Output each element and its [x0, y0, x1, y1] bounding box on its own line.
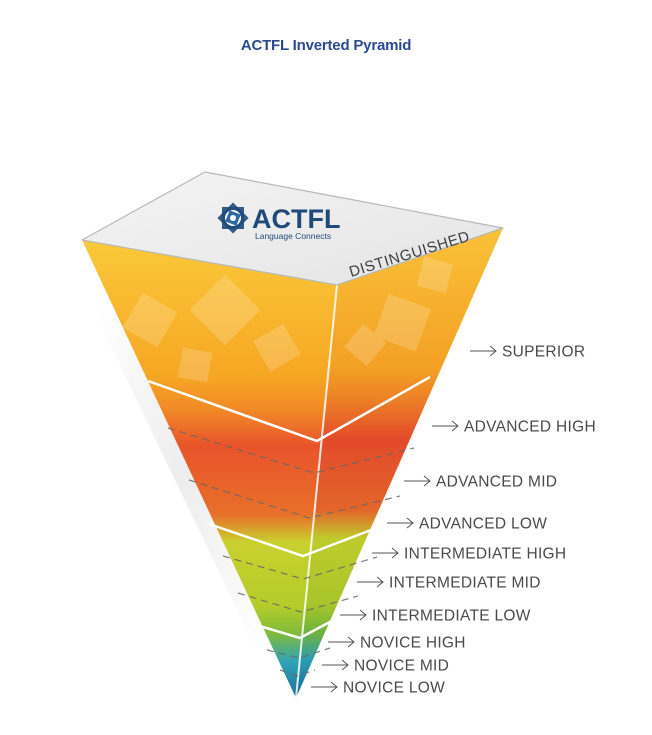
level-intermediate-mid: INTERMEDIATE MID — [357, 575, 541, 592]
dash-novice-high-mid — [266, 647, 331, 659]
logo-brand: ACTFL — [252, 204, 340, 234]
level-label-novice-high: NOVICE HIGH — [360, 635, 466, 652]
level-intermediate-high: INTERMEDIATE HIGH — [372, 546, 566, 563]
logo-tagline: Language Connects — [255, 231, 331, 241]
dash-intermediate-high-mid — [222, 555, 378, 580]
advanced-intermediate-boundary — [208, 520, 393, 558]
intermediate-novice-boundary — [252, 614, 342, 640]
level-label-intermediate-mid: INTERMEDIATE MID — [389, 575, 541, 592]
arrow-right-icon — [311, 681, 338, 693]
arrow-right-icon — [328, 636, 355, 648]
pyramid-ridge — [295, 284, 338, 699]
level-advanced-mid: ADVANCED MID — [404, 474, 557, 491]
level-novice-high: NOVICE HIGH — [328, 635, 466, 652]
level-advanced-low: ADVANCED LOW — [387, 516, 547, 533]
pyramid-right-face — [296, 228, 503, 698]
dash-intermediate-mid-low — [237, 592, 359, 613]
level-label-superior: SUPERIOR — [502, 344, 585, 361]
pyramid-shadow — [60, 240, 300, 720]
level-label-novice-mid: NOVICE MID — [354, 658, 449, 675]
level-intermediate-low: INTERMEDIATE LOW — [340, 608, 531, 625]
arrow-right-icon — [340, 609, 367, 621]
level-label-advanced-mid: ADVANCED MID — [436, 474, 557, 491]
pattern-overlay — [122, 256, 454, 383]
level-label-novice-low: NOVICE LOW — [343, 680, 445, 697]
level-superior: SUPERIOR — [470, 344, 585, 361]
arrow-right-icon — [387, 517, 414, 529]
arrow-right-icon — [432, 420, 459, 432]
level-advanced-high: ADVANCED HIGH — [432, 419, 596, 436]
arrow-right-icon — [357, 576, 384, 588]
superior-advanced-boundary — [147, 375, 431, 443]
arrow-right-icon — [372, 547, 399, 559]
arrow-right-icon — [470, 345, 497, 357]
arrow-right-icon — [404, 475, 431, 487]
pyramid-left-face — [82, 240, 337, 698]
dash-novice-mid-low — [279, 669, 316, 677]
page-title: ACTFL Inverted Pyramid — [240, 37, 412, 54]
level-label-advanced-high: ADVANCED HIGH — [464, 419, 596, 436]
level-novice-low: NOVICE LOW — [311, 680, 445, 697]
level-label-advanced-low: ADVANCED LOW — [419, 516, 547, 533]
level-novice-mid: NOVICE MID — [322, 658, 449, 675]
level-label-intermediate-high: INTERMEDIATE HIGH — [404, 546, 566, 563]
pyramid-top-face — [81, 171, 504, 286]
level-label-intermediate-low: INTERMEDIATE LOW — [372, 608, 531, 625]
dash-advanced-mid-low — [188, 479, 401, 519]
starburst-logo-icon — [217, 202, 249, 234]
level-labels: SUPERIOR ADVANCED HIGH ADVANCED MID ADVANCE… — [311, 344, 596, 697]
dash-advanced-high-mid — [167, 427, 415, 474]
arrow-right-icon — [322, 659, 349, 671]
